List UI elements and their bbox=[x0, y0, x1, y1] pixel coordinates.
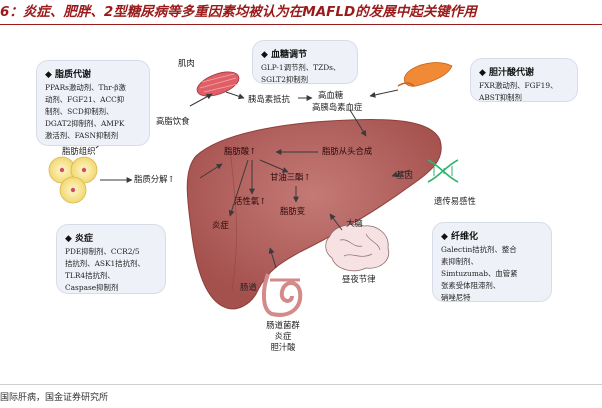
gut-microbiota-label: 肠道菌群 bbox=[266, 320, 300, 330]
lipolysis-label: 脂质分解↑ bbox=[134, 174, 175, 184]
high-fat-diet-label: 高脂饮食 bbox=[156, 116, 190, 126]
de-novo-lipogenesis-label: 脂肪从头合成 bbox=[322, 146, 373, 156]
ros-label: 活性氧↑ bbox=[234, 196, 267, 206]
inflammation-line-2: 拮抗剂、ASK1拮抗剂、 bbox=[65, 259, 145, 268]
muscle-icon bbox=[196, 71, 240, 97]
figure-title: 6：炎症、肥胖、2型糖尿病等多重因素均被认为在MAFLD的发展中起关键作用 bbox=[0, 4, 477, 20]
bile-acid-box: ◆ 胆汁酸代谢 FXR激动剂、FGF19、 ABST抑制剂 bbox=[470, 58, 578, 102]
fibrosis-line-4: 张素受体阻滞剂、 bbox=[441, 281, 501, 290]
adipose-label: 脂肪组织 bbox=[62, 146, 96, 156]
gut-factors: 肠道菌群 炎症 胆汁酸 bbox=[258, 320, 308, 353]
fibrosis-line-5: 硝唑尼特 bbox=[441, 293, 471, 302]
gene-label: 基因 bbox=[396, 170, 413, 180]
inflammation-line-4: Caspase抑制剂 bbox=[65, 283, 119, 292]
lipid-line-1: PPARs激动剂、Thr-β激 bbox=[45, 83, 126, 92]
liver-lobe-line bbox=[229, 149, 237, 291]
gut-inflammation-label: 炎症 bbox=[274, 331, 292, 341]
title-divider bbox=[0, 24, 602, 25]
gallbladder-icon bbox=[397, 62, 453, 87]
lipid-line-2: 动剂、FGF21、ACC抑 bbox=[45, 95, 125, 104]
inflammation-line-1: PDE抑制剂、CCR2/5 bbox=[65, 247, 140, 256]
source-note: 国际肝病，国金证券研究所 bbox=[0, 393, 109, 403]
lipid-line-4: DGAT2抑制剂、AMPK bbox=[45, 119, 125, 128]
lipid-line-5: 激活剂、FASN抑制剂 bbox=[45, 131, 119, 140]
hyperinsulinemia-label: 高胰岛素血症 bbox=[312, 102, 363, 112]
fibrosis-line-1: Galectin拮抗剂、整合 bbox=[441, 245, 517, 254]
inflammation-line-3: TLR4拮抗剂、 bbox=[65, 271, 115, 280]
brain-icon bbox=[325, 224, 390, 272]
genetic-susceptibility-label: 遗传易感性 bbox=[434, 196, 476, 206]
fibrosis-title: ◆ 纤维化 bbox=[441, 232, 479, 242]
lipid-metabolism-box: ◆ 脂质代谢 PPARs激动剂、Thr-β激 动剂、FGF21、ACC抑 制剂、… bbox=[36, 60, 150, 146]
gut-label: 肠道 bbox=[240, 282, 257, 292]
arrows bbox=[95, 89, 411, 269]
lipid-line-3: 制剂、SCD抑制剂、 bbox=[45, 107, 114, 116]
liver-inflammation-label: 炎症 bbox=[212, 220, 229, 230]
footer-divider bbox=[0, 384, 602, 385]
triglyceride-label: 甘油三酯↑ bbox=[270, 172, 311, 182]
muscle-label: 肌肉 bbox=[178, 58, 195, 68]
glucose-line-1: GLP-1调节剂、TZDs、 bbox=[261, 63, 341, 72]
fibrosis-box: ◆ 纤维化 Galectin拮抗剂、整合 素抑制剂、 Simtuzumab、血管… bbox=[432, 222, 552, 302]
high-glucose-label: 高血糖 bbox=[318, 90, 344, 100]
fibrosis-line-2: 素抑制剂、 bbox=[441, 257, 478, 266]
gut-bile-acid-label: 胆汁酸 bbox=[270, 342, 296, 352]
lipid-metabolism-title: ◆ 脂质代谢 bbox=[45, 70, 92, 80]
inflammation-title: ◆ 炎症 bbox=[65, 234, 94, 244]
inflammation-box: ◆ 炎症 PDE抑制剂、CCR2/5 拮抗剂、ASK1拮抗剂、 TLR4拮抗剂、… bbox=[56, 224, 166, 294]
circadian-label: 昼夜节律 bbox=[342, 274, 376, 284]
steatosis-label: 脂肪变 bbox=[280, 206, 306, 216]
insulin-resistance-label: 胰岛素抵抗 bbox=[248, 94, 290, 104]
bile-acid-title: ◆ 胆汁酸代谢 bbox=[479, 68, 535, 78]
brain-label: 大脑 bbox=[346, 218, 363, 228]
fatty-acid-label: 脂肪酸↑ bbox=[224, 146, 257, 156]
adipose-icon bbox=[48, 156, 98, 204]
dna-icon bbox=[427, 159, 459, 183]
intestine-icon bbox=[261, 273, 303, 317]
glucose-line-2: SGLT2抑制剂 bbox=[261, 75, 309, 84]
glucose-regulation-title: ◆ 血糖调节 bbox=[261, 50, 308, 60]
fibrosis-line-3: Simtuzumab、血管紧 bbox=[441, 269, 518, 278]
glucose-regulation-box: ◆ 血糖调节 GLP-1调节剂、TZDs、 SGLT2抑制剂 bbox=[252, 40, 358, 84]
bile-line-2: ABST抑制剂 bbox=[479, 93, 522, 102]
bile-line-1: FXR激动剂、FGF19、 bbox=[479, 81, 558, 90]
